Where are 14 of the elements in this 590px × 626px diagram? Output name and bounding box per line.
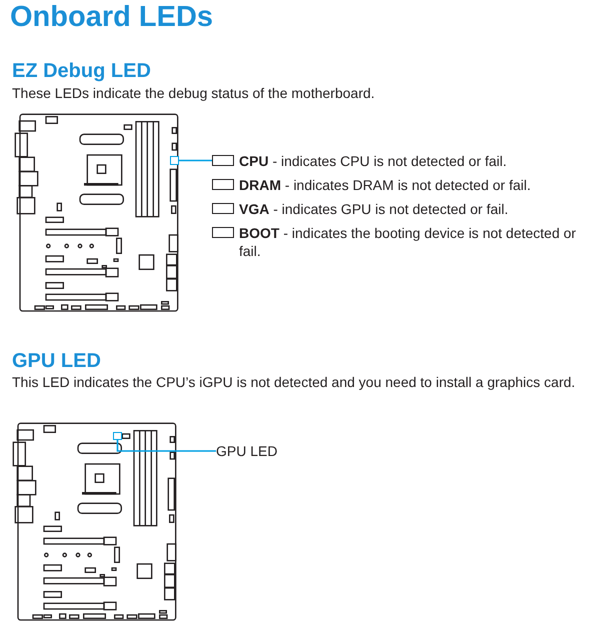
section-heading: EZ Debug LED [12,59,152,84]
led-description: VGA - indicates GPU is not detected or fail. [239,200,508,218]
description-text: This LED indicates the CPU’s iGPU is not detected and you need to install a graphics card. [12,373,576,391]
leader-line [116,440,216,452]
led-description: CPU - indicates CPU is not detected or fail. [239,152,507,170]
led-description: DRAM - indicates DRAM is not detected or fail. [239,176,531,194]
section-heading: GPU LED [12,349,102,374]
leader-line [179,160,212,162]
led-description: BOOT - indicates the booting device is not detected or fail. [239,224,577,260]
page-title: Onboard LEDs [10,0,214,35]
callout-label: GPU LED [216,442,278,460]
led-indicator [113,432,122,440]
description-text: These LEDs indicate the debug status of the motherboard. [12,84,376,103]
led-indicator [170,156,179,165]
